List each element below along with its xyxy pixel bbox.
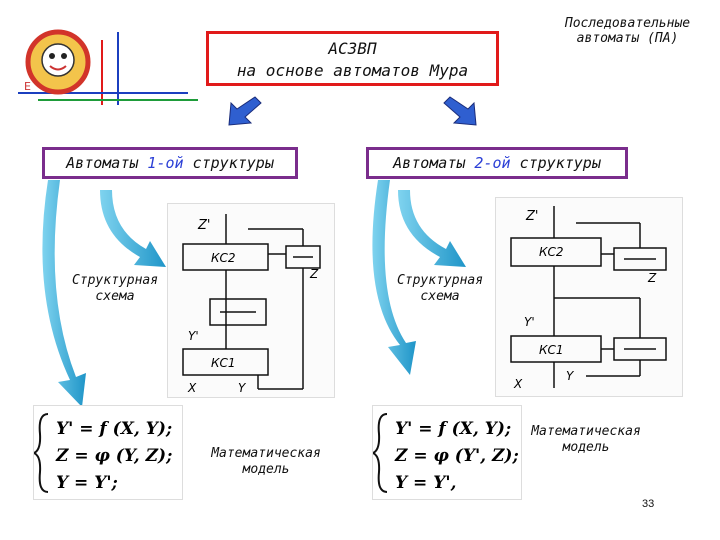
corner-note: Последовательные автоматы (ПА) — [540, 16, 715, 46]
left-delay-block-mid — [209, 298, 267, 326]
svg-text:Z: Z — [647, 271, 657, 285]
svg-text:Y = Y';: Y = Y'; — [56, 473, 118, 493]
svg-text:E: E — [24, 80, 31, 93]
svg-text:Y: Y — [238, 381, 247, 395]
corner-note-line2: автоматы (ПА) — [576, 31, 679, 46]
logo: E — [18, 29, 198, 105]
right-equations: Y' = f (X, Y); Z = φ (Y', Z); Y = Y', — [372, 405, 522, 500]
right-structure-box: Автоматы 2-ой структуры — [366, 147, 628, 179]
arrow-down-left-icon — [228, 96, 262, 126]
svg-text:X: X — [513, 377, 523, 391]
corner-note-line1: Последовательные — [564, 16, 691, 31]
svg-text:Y': Y' — [524, 315, 535, 329]
svg-text:Y = Y',: Y = Y', — [395, 473, 456, 493]
svg-text:Y' = f (X, Y);: Y' = f (X, Y); — [56, 419, 172, 439]
left-arrow-long — [42, 180, 86, 407]
svg-text:Z = φ (Y', Z);: Z = φ (Y', Z); — [394, 446, 519, 466]
svg-text:КС1: КС1 — [539, 343, 564, 357]
left-ks1-block — [182, 348, 269, 376]
left-structural-diagram: Z' КС2 Z Y' КС1 X Y — [167, 203, 335, 398]
right-arrow-short — [398, 190, 466, 267]
svg-text:КС2: КС2 — [539, 245, 564, 259]
svg-text:КС2: КС2 — [211, 251, 236, 265]
svg-text:Z = φ (Y, Z);: Z = φ (Y, Z); — [55, 446, 172, 466]
svg-text:Z: Z — [309, 267, 319, 281]
svg-text:Y' = f (X, Y);: Y' = f (X, Y); — [395, 419, 511, 439]
svg-text:КС1: КС1 — [211, 356, 236, 370]
title-line1: АСЗВП — [328, 39, 377, 58]
title-line2: на основе автоматов Мура — [236, 61, 469, 80]
right-structural-diagram: Z' КС2 Z Y' КС1 X Y — [495, 197, 683, 397]
svg-text:Y': Y' — [188, 329, 199, 343]
left-arrow-short — [100, 190, 166, 267]
flow-arrows — [42, 180, 466, 407]
arrow-down-right-icon — [443, 96, 477, 126]
page-number: 33 — [642, 498, 655, 510]
main-title-box: АСЗВП на основе автоматов Мура — [206, 31, 499, 86]
svg-text:X: X — [187, 381, 197, 395]
svg-text:Y: Y — [566, 369, 575, 383]
left-structure-box: Автоматы 1-ой структуры — [42, 147, 298, 179]
svg-text:Z': Z' — [197, 218, 210, 233]
right-arrow-long — [372, 180, 416, 375]
left-equations: Y' = f (X, Y); Z = φ (Y, Z); Y = Y'; — [33, 405, 183, 500]
svg-text:Z': Z' — [525, 209, 538, 224]
right-ks2-block — [510, 237, 602, 267]
